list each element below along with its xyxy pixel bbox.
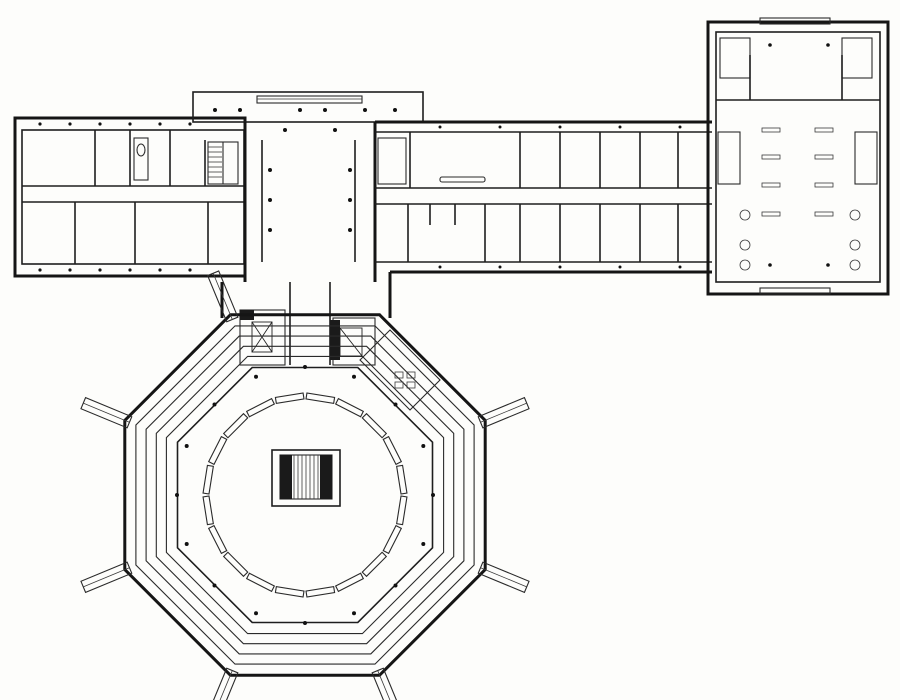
corner-room — [719, 37, 751, 79]
column — [212, 583, 217, 588]
bench — [202, 464, 214, 495]
entrance-steps — [256, 95, 363, 104]
bench — [245, 397, 276, 418]
column — [303, 621, 307, 625]
porch-outline — [192, 91, 424, 123]
bench — [382, 524, 403, 555]
entrance-hall — [220, 122, 392, 366]
octagon-tier-ring — [155, 345, 455, 645]
hall-columns — [268, 128, 352, 232]
east-room-small — [377, 137, 407, 185]
east-block-inner-wall — [715, 31, 881, 283]
bench — [207, 524, 228, 555]
bench — [202, 495, 214, 526]
octagon-side-room — [359, 329, 441, 411]
octagon-buttress — [212, 667, 239, 700]
octagon-buttresses — [80, 270, 530, 700]
octagon-buttress — [206, 270, 239, 323]
octagon-tier-ring — [145, 335, 465, 655]
bench — [361, 551, 388, 578]
bench — [382, 435, 403, 466]
bench — [222, 551, 249, 578]
column — [175, 493, 179, 497]
east-block-north-steps — [759, 17, 831, 25]
octagon-buttress — [371, 667, 398, 700]
corridor-bench — [439, 176, 486, 183]
corner-room — [841, 37, 873, 79]
east-block-vestibule — [854, 131, 878, 185]
east-wing-window-marks — [438, 125, 682, 269]
bench — [396, 495, 408, 526]
column — [431, 493, 435, 497]
west-wing-window-marks — [38, 122, 192, 272]
central-staircase — [271, 449, 341, 507]
east-block — [706, 17, 890, 296]
bench — [222, 412, 249, 439]
bench — [245, 572, 276, 593]
column — [421, 542, 426, 546]
east-block-tables — [761, 127, 834, 217]
column — [421, 444, 426, 448]
east-wing — [375, 120, 712, 274]
bench — [207, 435, 228, 466]
octagon-tier-ring — [135, 325, 475, 665]
column — [352, 611, 356, 616]
octagon-columns — [175, 365, 435, 625]
octagon-buttress — [477, 561, 530, 594]
washroom-fixture — [133, 137, 149, 181]
column — [212, 402, 217, 407]
column — [254, 374, 258, 379]
east-block-round-tables — [739, 209, 861, 271]
column — [254, 611, 258, 616]
octagon-buttress — [80, 561, 133, 594]
octagon-buttress — [80, 396, 133, 429]
bench — [396, 464, 408, 495]
east-block-south-steps — [759, 287, 831, 295]
washroom-basin — [136, 143, 146, 157]
octagon-inner-wall — [176, 366, 434, 624]
bench — [305, 392, 336, 404]
octagon-tier-ring — [165, 355, 445, 635]
column — [393, 402, 398, 407]
bench — [274, 586, 305, 598]
east-block-outer-wall — [706, 20, 890, 296]
bench — [274, 392, 305, 404]
octagonal-hall — [80, 270, 530, 700]
connector-stair-east — [330, 317, 376, 366]
east-block-vestibule — [717, 131, 741, 185]
octagon-buttress — [477, 396, 530, 429]
west-wing — [13, 116, 247, 278]
column — [352, 374, 356, 379]
octagon-benches — [202, 392, 408, 598]
column — [393, 583, 398, 588]
bench — [334, 572, 365, 593]
bench — [361, 412, 388, 439]
bench — [334, 397, 365, 418]
west-wing-inner-wall — [21, 129, 245, 265]
column — [184, 444, 189, 448]
column — [184, 542, 189, 546]
west-staircase — [207, 141, 239, 185]
column — [303, 365, 307, 369]
entrance-porch — [192, 91, 424, 123]
bench — [305, 586, 336, 598]
